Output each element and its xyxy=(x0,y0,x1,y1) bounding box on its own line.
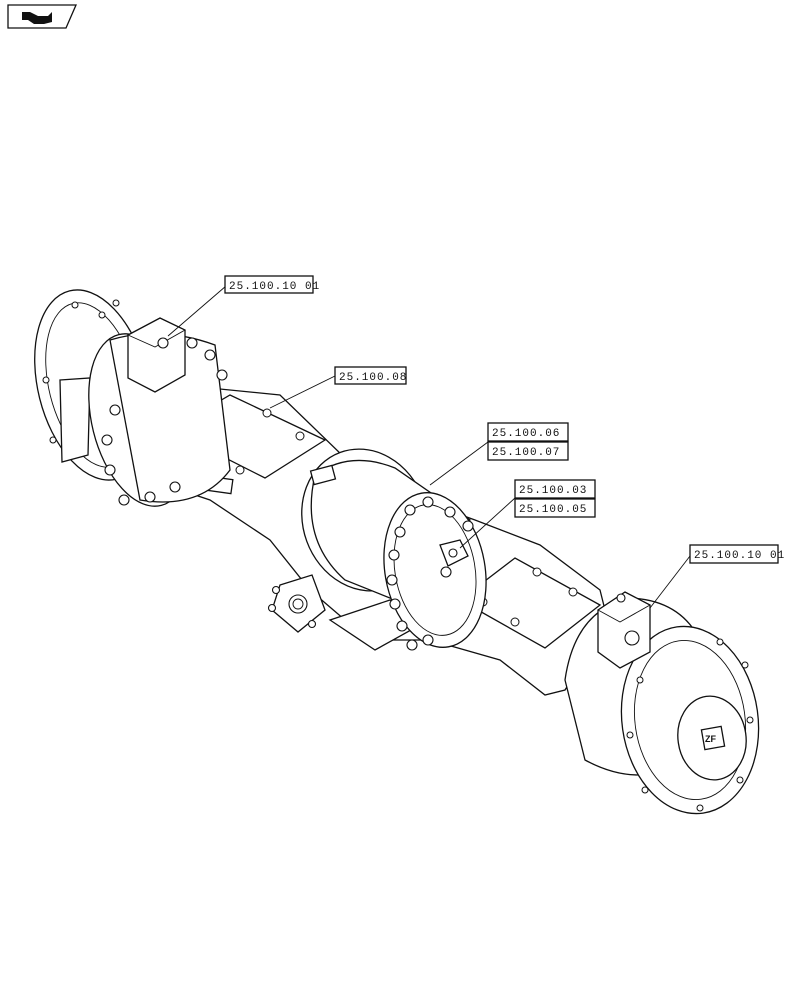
svg-text:25.100.08: 25.100.08 xyxy=(339,372,407,384)
left-wheel-hub xyxy=(34,289,231,507)
axle-pad-right xyxy=(458,557,602,649)
svg-text:25.100.05: 25.100.05 xyxy=(519,504,587,516)
svg-text:25.100.03: 25.100.03 xyxy=(519,485,587,497)
ref-box-2[interactable]: 25.100.08 xyxy=(334,366,407,385)
svg-text:25.100.07: 25.100.07 xyxy=(492,447,560,459)
ref-box-1[interactable]: 25.100.10 01 xyxy=(224,275,320,294)
ref-box-5[interactable]: 25.100.03 xyxy=(514,479,596,499)
svg-text:25.100.10 01: 25.100.10 01 xyxy=(694,550,785,562)
book-navigation-icon[interactable] xyxy=(7,4,77,29)
axle-assembly: ZF xyxy=(34,289,760,815)
input-yoke xyxy=(267,574,326,633)
ref-box-3[interactable]: 25.100.06 xyxy=(487,422,569,442)
ref-box-7[interactable]: 25.100.10 01 xyxy=(689,544,785,564)
leader-lines xyxy=(167,285,691,609)
ref-box-6[interactable]: 25.100.05 xyxy=(514,498,596,518)
svg-text:25.100.10 01: 25.100.10 01 xyxy=(229,281,320,293)
svg-text:25.100.06: 25.100.06 xyxy=(492,428,560,440)
differential-housing xyxy=(301,448,487,651)
right-wheel-hub: ZF xyxy=(564,591,760,815)
zf-emblem: ZF xyxy=(705,734,716,744)
ref-box-4[interactable]: 25.100.07 xyxy=(487,441,569,461)
